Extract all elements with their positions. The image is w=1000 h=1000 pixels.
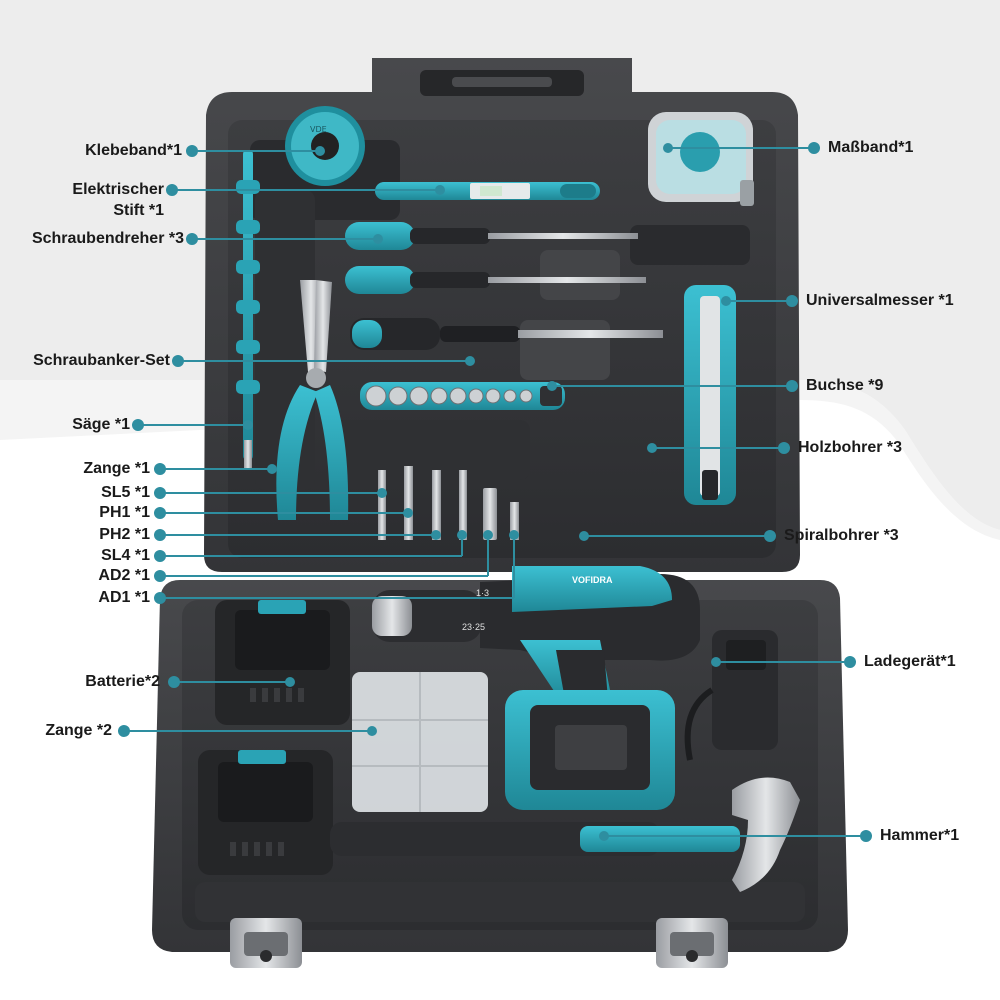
label-buchse: Buchse *9 (806, 377, 884, 394)
cordless-drill: VOFIDRA 1·3 23·25 (372, 566, 700, 810)
drill-torque-marking: 23·25 (462, 622, 485, 632)
drill-brand-text: VOFIDRA (572, 575, 613, 585)
label-spiralbohrer: Spiralbohrer *3 (784, 527, 899, 544)
svg-text:VDE: VDE (310, 125, 327, 134)
battery-1 (215, 600, 350, 725)
label-saege: Säge *1 (72, 416, 130, 433)
label-klebeband: Klebeband*1 (85, 142, 182, 159)
screwdriver-2 (345, 266, 646, 294)
drill-speed-marking: 1·3 (476, 588, 489, 598)
label-ph1: PH1 *1 (99, 504, 150, 521)
screwdriver-bits (378, 466, 519, 540)
label-universalmesser: Universalmesser *1 (806, 292, 954, 309)
label-elektrischer-stift-line1: Elektrischer (72, 181, 164, 198)
label-sl5: SL5 *1 (101, 484, 150, 501)
label-batterie: Batterie*2 (85, 673, 160, 690)
label-massband: Maßband*1 (828, 139, 914, 156)
screwdriver-3 (350, 318, 663, 350)
label-schraubendreher: Schraubendreher *3 (31, 230, 184, 247)
measuring-tape (648, 112, 754, 206)
label-hammer: Hammer*1 (880, 827, 960, 844)
socket-set (360, 382, 565, 410)
voltage-tester (375, 182, 600, 200)
latch-right (656, 918, 728, 968)
label-ad2: AD2 *1 (98, 567, 150, 584)
label-zange-2: Zange *2 (45, 722, 112, 739)
label-ph2: PH2 *1 (99, 526, 150, 543)
screw-box (352, 672, 488, 812)
latch-left (230, 918, 302, 968)
hammer (330, 777, 800, 892)
utility-knife (684, 285, 736, 505)
tape-roll: VDE (285, 106, 365, 186)
callout-lines (118, 142, 872, 842)
label-schraubanker-set: Schraubanker-Set (33, 352, 170, 369)
label-holzbohrer: Holzbohrer *3 (798, 439, 903, 456)
battery-2 (198, 750, 333, 875)
label-zange-1: Zange *1 (83, 460, 150, 477)
label-sl4: SL4 *1 (101, 547, 150, 564)
label-ladegeraet: Ladegerät*1 (864, 653, 956, 670)
label-elektrischer-stift: Elektrischer Stift *1 (72, 179, 164, 221)
saw-bar (236, 150, 260, 470)
label-ad1: AD1 *1 (98, 589, 150, 606)
label-elektrischer-stift-line2: Stift *1 (113, 202, 164, 219)
drill-bits (537, 400, 655, 545)
pliers (276, 280, 349, 520)
